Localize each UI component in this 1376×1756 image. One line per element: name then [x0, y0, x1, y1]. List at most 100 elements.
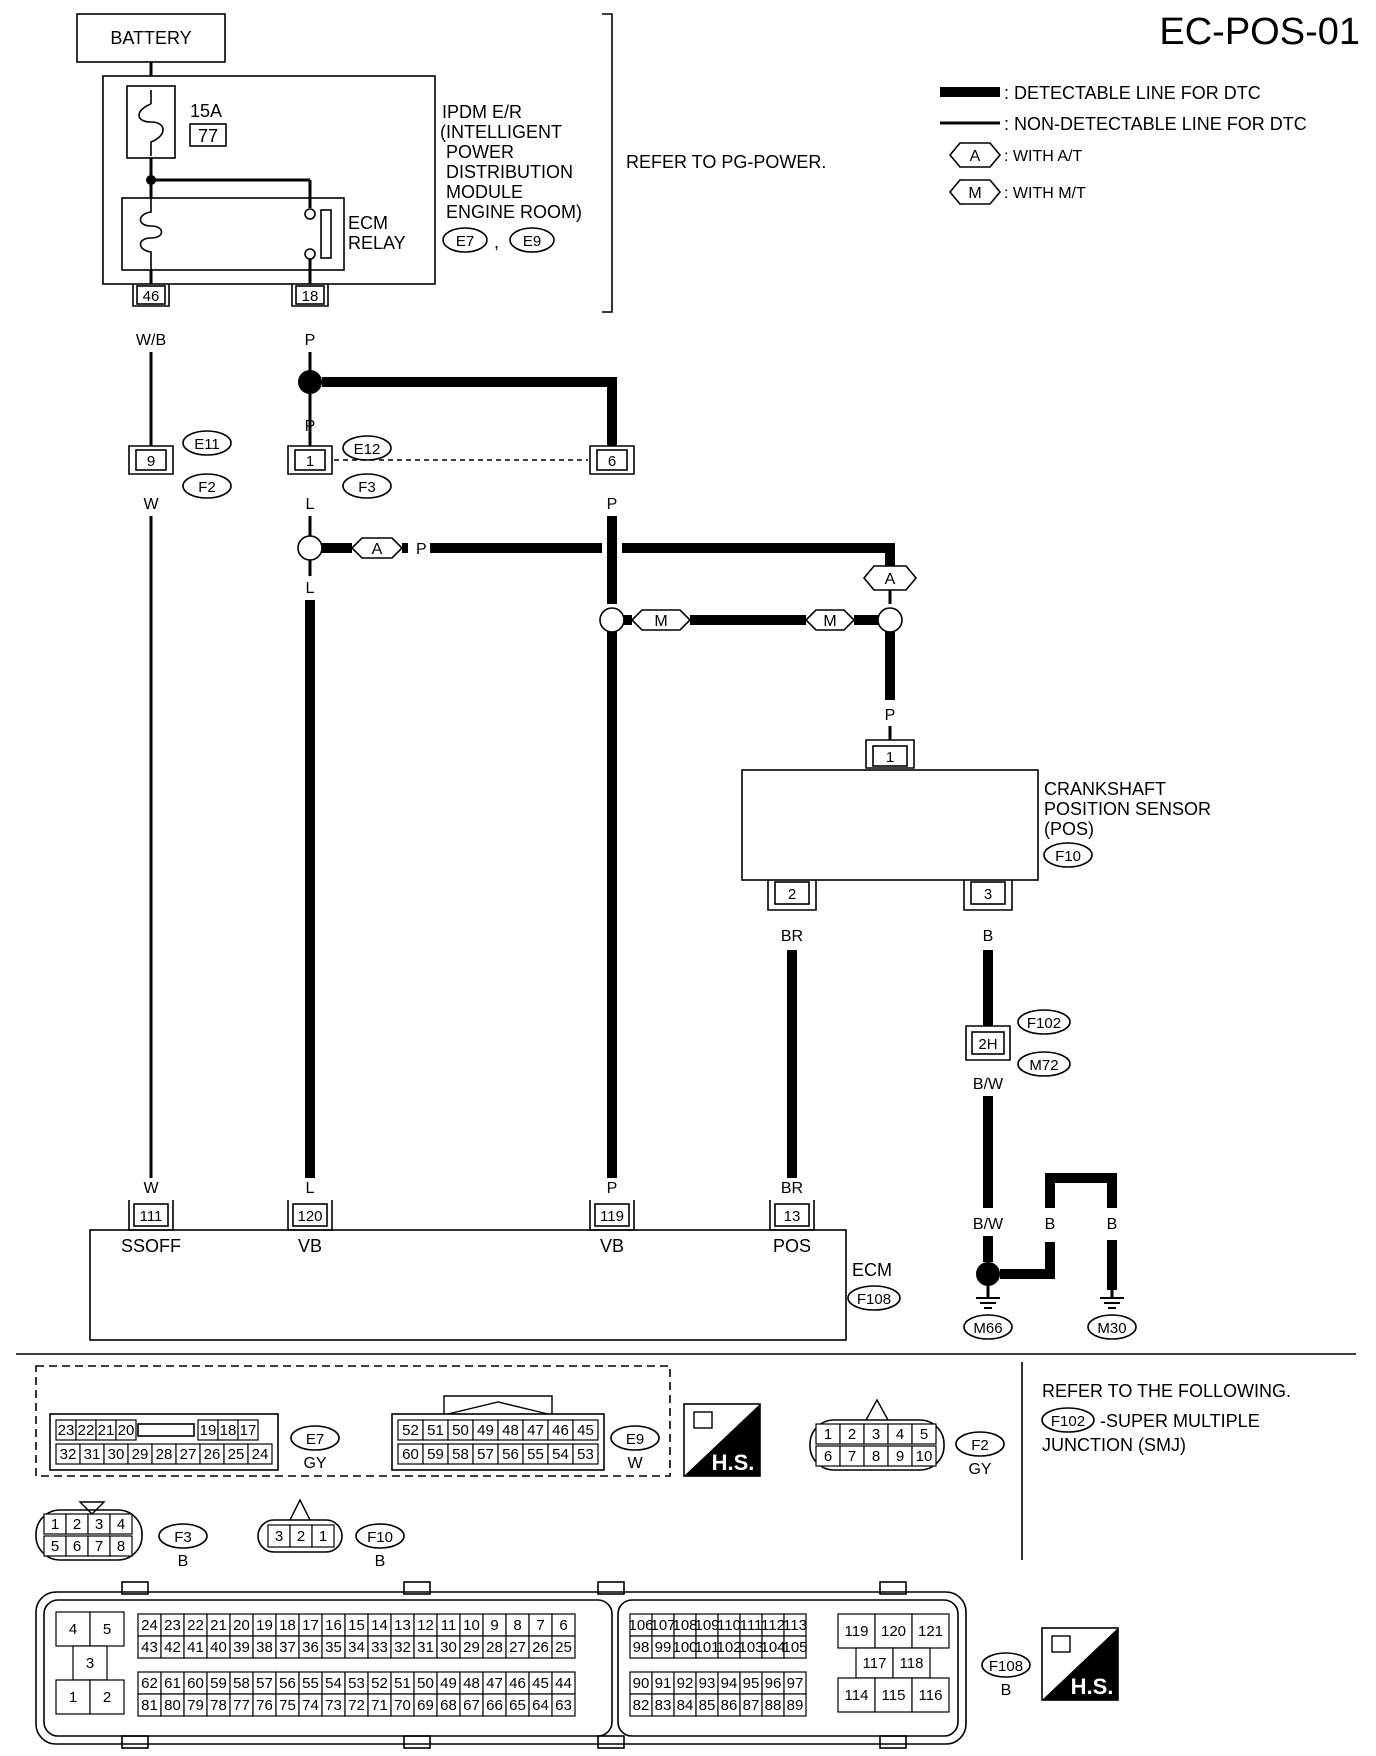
- pin-label: 8: [117, 1538, 125, 1555]
- pin-label: 59: [210, 1675, 227, 1692]
- wire-p-a: P: [416, 541, 427, 558]
- pin-label: 12: [417, 1617, 434, 1634]
- ecm-pin-pos: POS: [773, 1236, 811, 1256]
- pin-label: 11: [441, 1617, 457, 1634]
- pin-label: 31: [417, 1639, 434, 1656]
- hs-badge-2: H.S.: [1041, 1627, 1119, 1701]
- pin-label: 59: [427, 1446, 444, 1463]
- pin-label: 40: [210, 1639, 227, 1656]
- pin-label: 3: [275, 1528, 283, 1545]
- pin-label: 98: [633, 1639, 650, 1656]
- pin-label: 3: [86, 1655, 94, 1672]
- pin-label: 49: [440, 1675, 457, 1692]
- pin-label: 62: [141, 1675, 158, 1692]
- pin-cell: [109, 1513, 133, 1535]
- pin-label: 1: [69, 1689, 77, 1706]
- pin-label: 95: [743, 1675, 760, 1692]
- hs-badge-1: H.S.: [683, 1403, 761, 1477]
- pin-label: 58: [452, 1446, 469, 1463]
- legend-at-text: : WITH A/T: [1004, 148, 1082, 165]
- pin-label: 1: [824, 1426, 832, 1443]
- pin-label: 63: [555, 1697, 572, 1714]
- pos-label-2: POSITION SENSOR: [1044, 799, 1211, 819]
- diagram-title: EC-POS-01: [1159, 11, 1360, 53]
- pin-label: 22: [78, 1422, 95, 1439]
- pin-label: 29: [132, 1446, 149, 1463]
- battery-box: [76, 13, 226, 63]
- pin-cell: [874, 1613, 913, 1649]
- pin-label: 10: [463, 1617, 480, 1634]
- f108-color: B: [1001, 1682, 1012, 1699]
- pin-label: 19: [256, 1617, 273, 1634]
- pin-label: 20: [118, 1422, 135, 1439]
- pin-label: 4: [117, 1516, 125, 1533]
- pin-cell: [89, 1679, 125, 1715]
- wire-w-ecm: W: [143, 1180, 159, 1197]
- pin-label: 24: [252, 1446, 269, 1463]
- pin-label: 7: [95, 1538, 103, 1555]
- pin-label: 45: [532, 1675, 549, 1692]
- terminal-e12-6: 6: [608, 453, 616, 470]
- pin-label: 4: [896, 1426, 904, 1443]
- pos-label-1: CRANKSHAFT: [1044, 779, 1166, 799]
- pin-cell: [837, 1677, 876, 1713]
- pin-label: 31: [84, 1446, 101, 1463]
- pin-cell: [855, 1647, 894, 1679]
- pin-label: 66: [486, 1697, 503, 1714]
- hs-text-2: H.S.: [1071, 1674, 1114, 1699]
- pin-label: 25: [555, 1639, 572, 1656]
- pin-label: 37: [279, 1639, 296, 1656]
- tag-e11: E11: [194, 436, 220, 453]
- pin-label: 71: [371, 1697, 388, 1714]
- pin-label: 10: [916, 1448, 933, 1465]
- ecm-pin-ssoff: SSOFF: [121, 1236, 181, 1256]
- wire-b-gnd2: B: [1107, 1216, 1118, 1233]
- ipdm-connector-e9: E9: [523, 233, 541, 250]
- pin-label: 81: [141, 1697, 158, 1714]
- pin-label: 58: [233, 1675, 250, 1692]
- pin-label: 90: [633, 1675, 650, 1692]
- tag-m-1: M: [654, 613, 667, 630]
- pin-label: 103: [738, 1639, 763, 1656]
- pin-label: 22: [187, 1617, 204, 1634]
- pin-cell: [109, 1535, 133, 1557]
- pin-label: 41: [187, 1639, 204, 1656]
- terminal-ecm-119: 119: [600, 1208, 624, 1225]
- pin-cell: [115, 1419, 137, 1441]
- pin-label: 99: [655, 1639, 672, 1656]
- pin-label: 107: [650, 1617, 675, 1634]
- pin-cell: [911, 1423, 937, 1445]
- pin-label: 110: [717, 1617, 741, 1634]
- terminal-ecm-120: 120: [297, 1208, 322, 1225]
- pin-cell: [874, 1677, 913, 1713]
- pin-label: 30: [108, 1446, 125, 1463]
- pin-label: 27: [180, 1446, 197, 1463]
- pin-cell: [247, 1443, 273, 1465]
- pin-label: 38: [256, 1639, 273, 1656]
- pos-label-3: (POS): [1044, 819, 1094, 839]
- f108-tag: F108: [989, 1658, 1023, 1675]
- pin-label: 33: [371, 1639, 388, 1656]
- pin-label: 82: [633, 1697, 650, 1714]
- pin-label: 28: [156, 1446, 173, 1463]
- pin-label: 56: [502, 1446, 519, 1463]
- ecm-relay-label-1: ECM: [348, 213, 388, 233]
- pin-label: 52: [402, 1422, 419, 1439]
- tag-a-2: A: [885, 571, 896, 588]
- tag-m72: M72: [1029, 1057, 1058, 1074]
- pin-cell: [72, 1645, 108, 1681]
- pin-label: 17: [302, 1617, 319, 1634]
- pin-label: 44: [555, 1675, 572, 1692]
- tag-m30: M30: [1097, 1320, 1126, 1337]
- pin-label: 85: [699, 1697, 716, 1714]
- pin-label: 116: [919, 1687, 943, 1704]
- pin-label: 86: [721, 1697, 738, 1714]
- ipdm-label-1: IPDM E/R: [442, 102, 522, 122]
- pin-label: 8: [872, 1448, 880, 1465]
- pin-label: 49: [477, 1422, 494, 1439]
- pin-label: 76: [256, 1697, 273, 1714]
- pin-label: 50: [452, 1422, 469, 1439]
- pin-label: 47: [486, 1675, 503, 1692]
